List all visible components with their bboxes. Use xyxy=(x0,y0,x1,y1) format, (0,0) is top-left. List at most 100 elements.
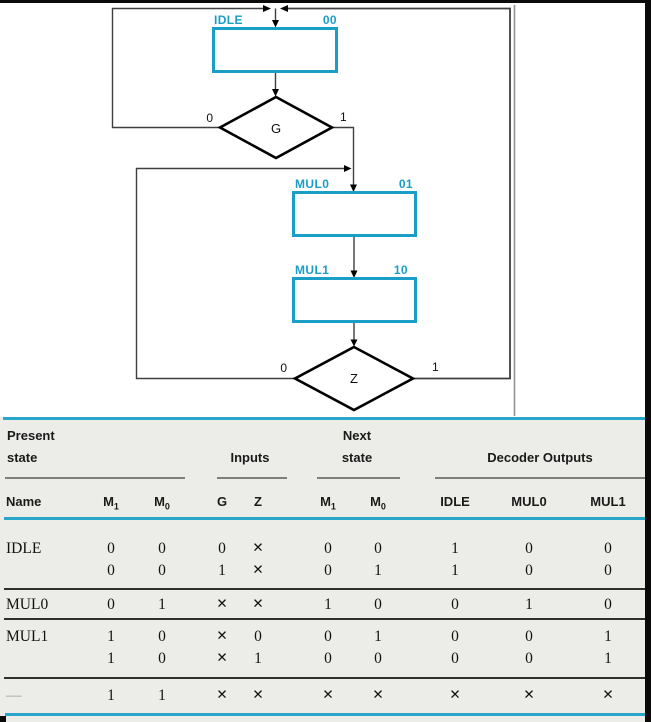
table-cell: ✕ xyxy=(322,687,334,703)
arrow-left-into-junction xyxy=(280,5,288,12)
table-cell: 0 xyxy=(604,562,612,579)
table-cell: 0 xyxy=(525,540,533,557)
table-cell: 0 xyxy=(525,562,533,579)
arrowheads xyxy=(263,5,358,347)
table-cell: 0 xyxy=(451,628,459,645)
table-cell: ✕ xyxy=(252,540,264,556)
row-name: MUL0 xyxy=(6,596,49,613)
row-separator xyxy=(4,677,647,679)
group-header-decoder: Decoder Outputs xyxy=(487,450,593,465)
table-cell: ✕ xyxy=(449,687,461,703)
table-cell: ✕ xyxy=(372,687,384,703)
table-cell: 0 xyxy=(107,596,115,613)
table-cell: 1 xyxy=(158,687,166,704)
table-cell: 1 xyxy=(374,628,382,645)
table-cell: 0 xyxy=(254,628,262,645)
table-cell: 0 xyxy=(604,540,612,557)
table-cell: ✕ xyxy=(216,687,228,703)
group-header-next-2: state xyxy=(341,450,373,465)
arrow-into-z xyxy=(350,339,358,347)
column-header: M0 xyxy=(154,494,170,512)
column-header: MUL0 xyxy=(511,494,547,509)
branch-g-0: 0 xyxy=(206,111,213,125)
row-separator xyxy=(4,618,647,620)
decision-diamond-g xyxy=(217,95,335,160)
row-separator xyxy=(4,588,647,590)
table-cell: 0 xyxy=(158,540,166,557)
column-header: Name xyxy=(6,494,42,509)
table-cell: 1 xyxy=(324,596,332,613)
arrow-right-into-junction xyxy=(263,5,271,12)
table-cell: ✕ xyxy=(523,687,535,703)
table-cell: 1 xyxy=(218,562,226,579)
table-bottom-rule xyxy=(5,713,647,716)
decoder-group-rule xyxy=(435,477,647,479)
right-border-bar xyxy=(645,0,651,722)
table-cell: 0 xyxy=(107,540,115,557)
table-cell: 1 xyxy=(158,596,166,613)
arrow-into-mul1 xyxy=(350,270,358,278)
arrow-into-mul0 xyxy=(350,184,357,192)
table-cell: 1 xyxy=(525,596,533,613)
state-code-idle: 00 xyxy=(322,13,337,27)
table-cell: 0 xyxy=(158,562,166,579)
table-cell: 0 xyxy=(604,596,612,613)
top-border-bar xyxy=(0,0,651,3)
decision-label-z: Z xyxy=(350,371,358,386)
table-cell: 0 xyxy=(525,650,533,667)
table-cell: 1 xyxy=(374,562,382,579)
row-name: IDLE xyxy=(6,540,42,557)
table-cell: 0 xyxy=(158,628,166,645)
table-cell: 1 xyxy=(604,628,612,645)
state-code-mul0: 01 xyxy=(398,177,413,191)
group-header-inputs: Inputs xyxy=(230,450,270,465)
column-header: Z xyxy=(254,494,262,509)
column-header: M1 xyxy=(320,494,336,512)
table-cell: 0 xyxy=(451,596,459,613)
table-cell: 0 xyxy=(374,540,382,557)
table-cell: 0 xyxy=(107,562,115,579)
header-bottom-rule xyxy=(4,517,648,520)
table-cell: 0 xyxy=(158,650,166,667)
table-cell: 1 xyxy=(107,628,115,645)
state-name-mul1: MUL1 xyxy=(295,263,330,277)
next-group-rule xyxy=(317,477,400,479)
table-cell: ✕ xyxy=(216,628,228,644)
table-cell: 1 xyxy=(451,562,459,579)
table-cell: ✕ xyxy=(216,596,228,612)
arrow-into-idle xyxy=(272,20,279,28)
table-cell: 1 xyxy=(107,687,115,704)
table-cell: 1 xyxy=(604,650,612,667)
table-cell: 0 xyxy=(324,628,332,645)
table-cell: 0 xyxy=(218,540,226,557)
table-cell: 0 xyxy=(324,562,332,579)
table-cell: ✕ xyxy=(216,650,228,666)
state-box-mul1 xyxy=(292,277,417,323)
table-cell: ✕ xyxy=(252,596,264,612)
state-table: Present state Inputs Next state Decoder … xyxy=(0,417,651,722)
table-cell: 1 xyxy=(107,650,115,667)
decision-label-g: G xyxy=(270,121,282,136)
asm-chart-diagram xyxy=(111,5,516,416)
bottom-left-mark xyxy=(0,716,6,722)
inputs-group-rule xyxy=(217,477,287,479)
state-name-mul0: MUL0 xyxy=(295,177,330,191)
table-cell: 1 xyxy=(451,540,459,557)
table-cell: 1 xyxy=(254,650,262,667)
group-header-present-2: state xyxy=(7,450,38,465)
present-group-rule xyxy=(5,477,185,479)
table-top-rule xyxy=(3,417,647,420)
row-name: MUL1 xyxy=(6,628,49,645)
row-name: — xyxy=(6,687,22,704)
table-cell: ✕ xyxy=(252,562,264,578)
group-header-present-1: Present xyxy=(7,428,55,443)
column-header: IDLE xyxy=(440,494,470,509)
table-cell: 0 xyxy=(525,628,533,645)
table-cell: 0 xyxy=(324,650,332,667)
table-cell: 0 xyxy=(451,650,459,667)
state-box-idle xyxy=(212,27,338,73)
state-box-mul0 xyxy=(292,191,417,237)
table-cell: 0 xyxy=(324,540,332,557)
state-code-mul1: 10 xyxy=(393,263,408,277)
